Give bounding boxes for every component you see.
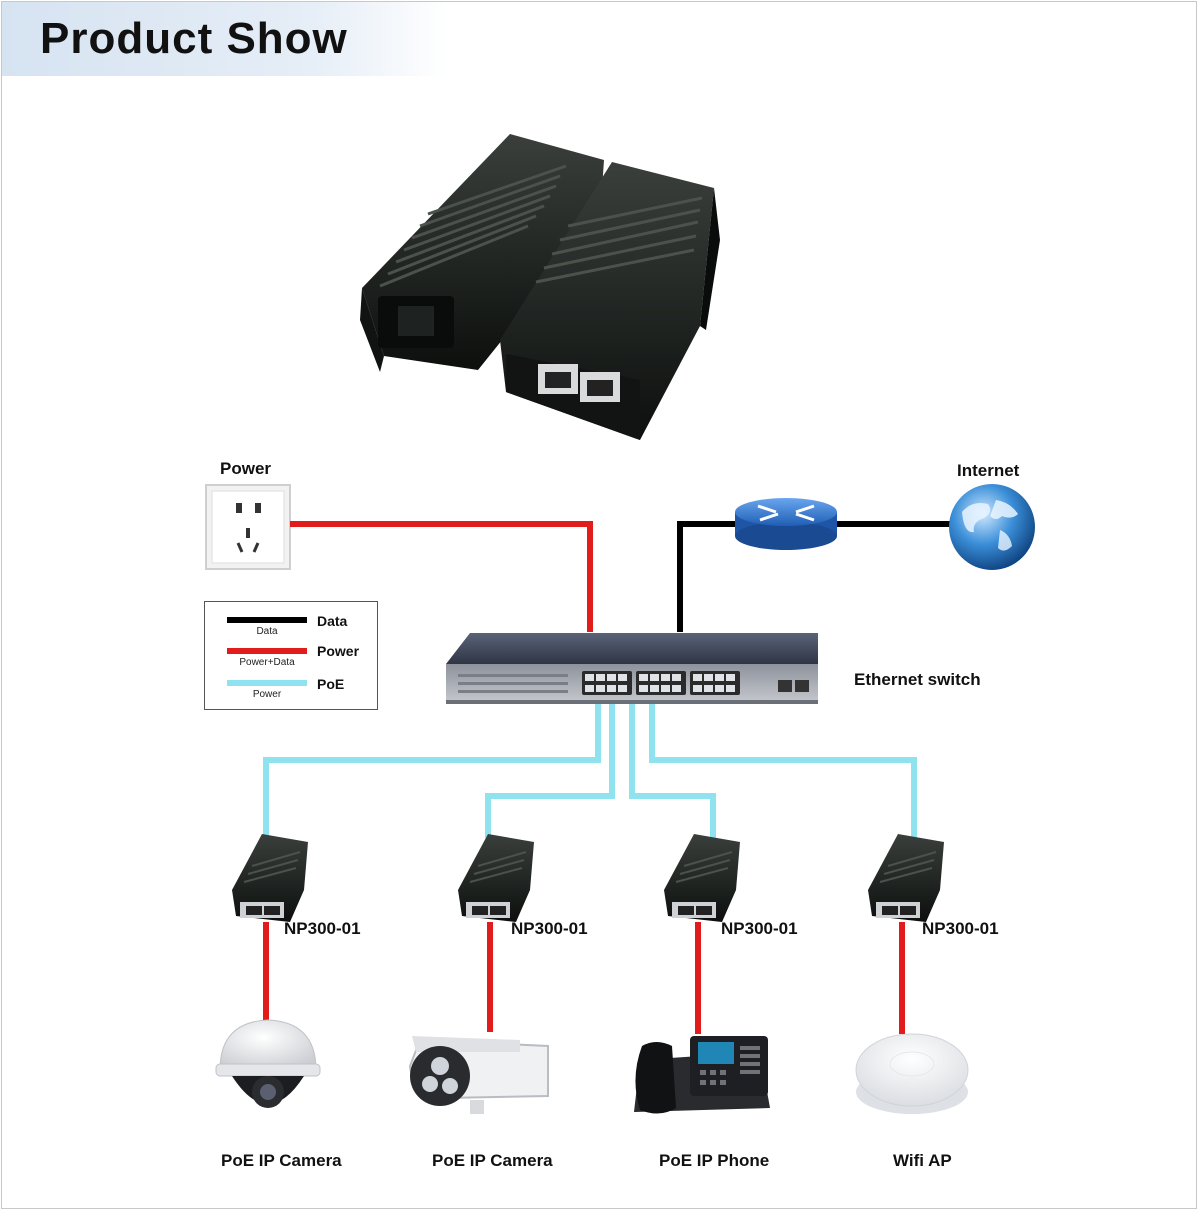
- legend-data-name: Data: [317, 613, 348, 629]
- legend-power-name: Power: [317, 643, 360, 659]
- router-icon: [735, 498, 837, 550]
- ip-phone-icon: [634, 1036, 770, 1114]
- power-data-line: [263, 922, 905, 1034]
- power-line: [290, 521, 593, 632]
- legend-poe-name: PoE: [317, 676, 345, 692]
- wall-socket-icon: [205, 484, 291, 570]
- legend-poe-swatch: [227, 680, 307, 686]
- legend-power-sub: Power+Data: [239, 657, 295, 668]
- globe-icon: [949, 484, 1035, 570]
- data-line: [677, 521, 955, 632]
- wifi-ap-icon: [855, 1033, 969, 1114]
- legend-power-swatch: [227, 648, 307, 654]
- device-label: Wifi AP: [893, 1151, 952, 1170]
- device-label: PoE IP Camera: [432, 1151, 553, 1170]
- power-source-label: Power: [220, 459, 272, 478]
- page-title: Product Show: [40, 14, 348, 63]
- legend-poe-sub: Power: [252, 689, 282, 700]
- poe-injector-product-icon: [360, 134, 720, 440]
- ethernet-switch-icon: [446, 633, 818, 704]
- poe-injector-icon: [232, 834, 944, 922]
- legend-data-swatch: [227, 617, 307, 623]
- injector-model-label: NP300-01: [284, 919, 361, 938]
- header-banner: Product Show: [2, 2, 448, 76]
- legend: Data Data Power+Data Power Power PoE: [204, 601, 378, 710]
- device-label: PoE IP Phone: [659, 1151, 770, 1170]
- injector-model-label: NP300-01: [511, 919, 588, 938]
- legend-data-sub: Data: [256, 626, 278, 637]
- dome-camera-icon: [215, 1019, 321, 1108]
- device-label: PoE IP Camera: [221, 1151, 342, 1170]
- injector-model-label: NP300-01: [721, 919, 798, 938]
- ethernet-switch-label: Ethernet switch: [854, 670, 981, 689]
- injector-model-label: NP300-01: [922, 919, 999, 938]
- poe-line: [263, 700, 917, 838]
- bullet-camera-icon: [408, 1036, 549, 1114]
- internet-label: Internet: [957, 461, 1020, 480]
